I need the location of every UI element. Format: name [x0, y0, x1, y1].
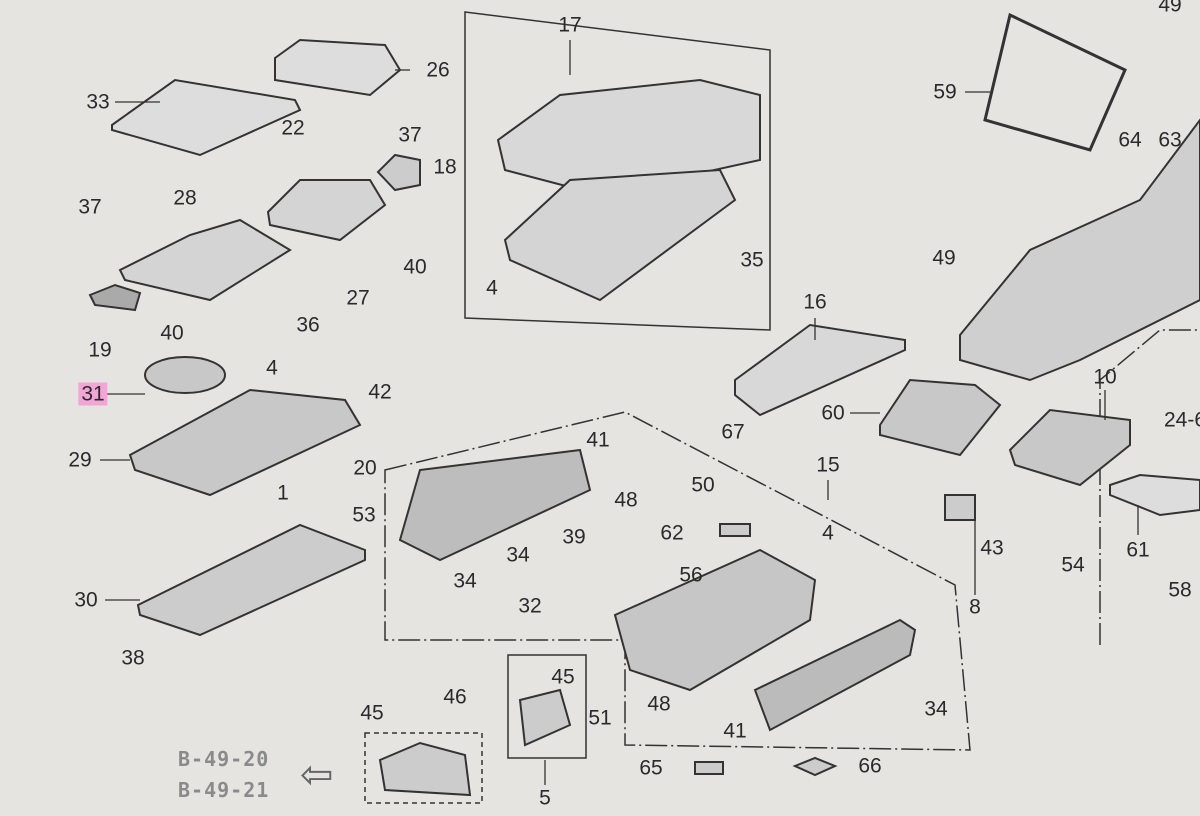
part-17-lid: [496, 78, 761, 197]
group-box-right: [1099, 329, 1200, 645]
label-56: 56: [679, 563, 703, 587]
label-43: 43: [980, 536, 1004, 560]
label-49-top: 49: [1158, 0, 1182, 17]
part-31: [144, 356, 226, 394]
label-65: 65: [639, 756, 663, 780]
label-17: 17: [558, 13, 582, 37]
label-26: 26: [426, 58, 450, 82]
label-20: 20: [353, 456, 377, 480]
label-10: 10: [1093, 365, 1117, 389]
part-5: [518, 688, 572, 747]
group-box-5: [507, 654, 587, 759]
label-4: 4: [486, 276, 498, 300]
part-65: [694, 761, 724, 775]
label-24-6: 24-6: [1163, 408, 1200, 432]
label-41: 41: [723, 719, 747, 743]
arrow-left-icon: ⇦: [300, 753, 334, 797]
part-8: [944, 494, 976, 521]
part-b49: [378, 741, 472, 797]
label-59: 59: [933, 80, 957, 104]
label-28: 28: [173, 186, 197, 210]
label-29: 29: [68, 448, 92, 472]
part-66: [792, 756, 838, 777]
label-63: 63: [1158, 128, 1182, 152]
console: [959, 118, 1200, 382]
label-5: 5: [539, 786, 551, 810]
part-19: [88, 283, 142, 312]
part-18: [376, 153, 421, 192]
label-42: 42: [368, 380, 392, 404]
label-48: 48: [614, 488, 638, 512]
label-54: 54: [1061, 553, 1085, 577]
label-34: 34: [924, 697, 948, 721]
part-29: [128, 388, 362, 497]
part-26: [274, 38, 402, 97]
label-30: 30: [74, 588, 98, 612]
label-40: 40: [160, 321, 184, 345]
label-53: 53: [352, 503, 376, 527]
part-lid-front: [753, 618, 917, 732]
label-19: 19: [88, 338, 112, 362]
part-15-panel: [398, 448, 592, 562]
part-33: [111, 78, 302, 157]
label-66: 66: [858, 754, 882, 778]
part-16: [734, 323, 906, 417]
part-30: [136, 523, 366, 637]
label-4: 4: [822, 521, 834, 545]
label-61: 61: [1126, 538, 1150, 562]
label-48: 48: [647, 692, 671, 716]
part-60: [879, 378, 1002, 457]
part-61: [1109, 473, 1200, 517]
label-34: 34: [506, 543, 530, 567]
label-36: 36: [296, 313, 320, 337]
label-67: 67: [721, 420, 745, 444]
label-37: 37: [78, 195, 102, 219]
label-32: 32: [518, 594, 542, 618]
label-46: 46: [443, 685, 467, 709]
label-41: 41: [586, 428, 610, 452]
label-31-highlighted: 31: [78, 382, 108, 406]
label-16: 16: [803, 290, 827, 314]
label-15: 15: [816, 453, 840, 477]
label-4: 4: [266, 356, 278, 380]
label-33: 33: [86, 90, 110, 114]
label-45: 45: [551, 665, 575, 689]
group-box-17: [464, 11, 771, 331]
part-27: [266, 179, 387, 242]
label-38: 38: [121, 646, 145, 670]
reference-b-49-20: B-49-20: [178, 747, 270, 771]
label-64: 64: [1118, 128, 1142, 152]
label-39: 39: [562, 525, 586, 549]
reference-b-49-21: B-49-21: [178, 778, 270, 802]
label-34: 34: [453, 569, 477, 593]
label-37: 37: [398, 123, 422, 147]
part-28: [118, 218, 292, 302]
label-1: 1: [277, 481, 289, 505]
group-box-b49: [364, 732, 483, 804]
part-box: [613, 548, 817, 692]
label-45: 45: [360, 701, 384, 725]
part-17-frame: [503, 168, 737, 302]
label-27: 27: [346, 286, 370, 310]
label-8: 8: [969, 595, 981, 619]
label-49: 49: [932, 246, 956, 270]
label-22: 22: [281, 116, 305, 140]
label-40: 40: [403, 255, 427, 279]
part-10: [1008, 408, 1131, 487]
label-60: 60: [821, 401, 845, 425]
part-59: [983, 12, 1127, 152]
label-18: 18: [433, 155, 457, 179]
label-50: 50: [691, 473, 715, 497]
part-62: [719, 523, 751, 537]
label-62: 62: [660, 521, 684, 545]
label-58: 58: [1168, 578, 1192, 602]
label-35: 35: [740, 248, 764, 272]
label-51: 51: [588, 706, 612, 730]
group-box-15: [384, 411, 971, 751]
